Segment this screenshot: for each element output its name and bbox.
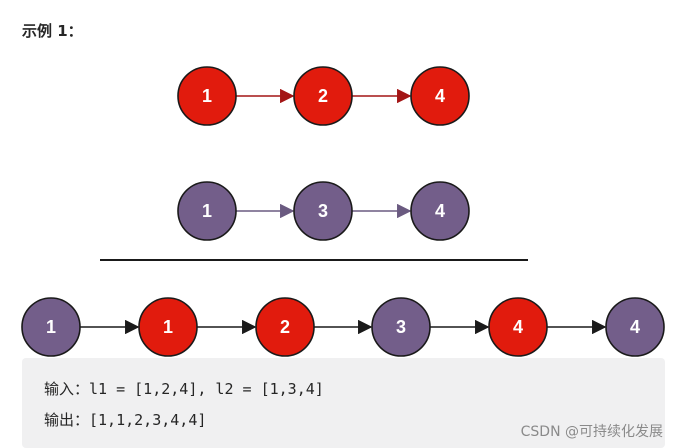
list1-node-value: 2 [318,86,328,106]
merged-node-circle [488,297,548,357]
merged-node-circle [371,297,431,357]
merged-node: 2 [255,297,315,357]
merged-node-value: 4 [630,317,640,337]
list2-node-circle [177,181,237,241]
example-heading: 示例 1： [22,22,83,40]
merged-node-circle [21,297,81,357]
merged-node-value: 3 [396,317,406,337]
merged-node: 4 [488,297,548,357]
list2-row: 1 3 4 [177,181,470,241]
list1-node-circle [293,66,353,126]
list1-node: 1 [177,66,237,126]
list1-node: 4 [410,66,470,126]
list1-node-circle [410,66,470,126]
output-line: 输出：[1,1,2,3,4,4] [44,411,207,429]
merged-node: 3 [371,297,431,357]
merged-node-value: 1 [163,317,173,337]
example-code-block: 输入：l1 = [1,2,4], l2 = [1,3,4] 输出：[1,1,2,… [22,358,665,448]
merged-node-value: 1 [46,317,56,337]
watermark: CSDN @可持续化发展 [520,424,663,440]
merged-node-circle [255,297,315,357]
merged-node-value: 2 [280,317,290,337]
list2-node-circle [410,181,470,241]
merged-node-value: 4 [513,317,523,337]
list2-node: 4 [410,181,470,241]
list2-node: 3 [293,181,353,241]
input-line: 输入：l1 = [1,2,4], l2 = [1,3,4] [44,380,324,398]
merged-node: 1 [21,297,81,357]
merged-node: 1 [138,297,198,357]
list1-node-value: 4 [435,86,445,106]
list2-node-circle [293,181,353,241]
list2-node: 1 [177,181,237,241]
list1-node: 2 [293,66,353,126]
list2-node-value: 1 [202,201,212,221]
list1-row: 1 2 4 [177,66,470,126]
merged-node-circle [138,297,198,357]
list2-node-value: 3 [318,201,328,221]
merged-list-row: 1 1 2 3 4 4 [21,297,665,357]
merged-node: 4 [605,297,665,357]
list2-node-value: 4 [435,201,445,221]
list1-node-value: 1 [202,86,212,106]
list1-node-circle [177,66,237,126]
merged-node-circle [605,297,665,357]
